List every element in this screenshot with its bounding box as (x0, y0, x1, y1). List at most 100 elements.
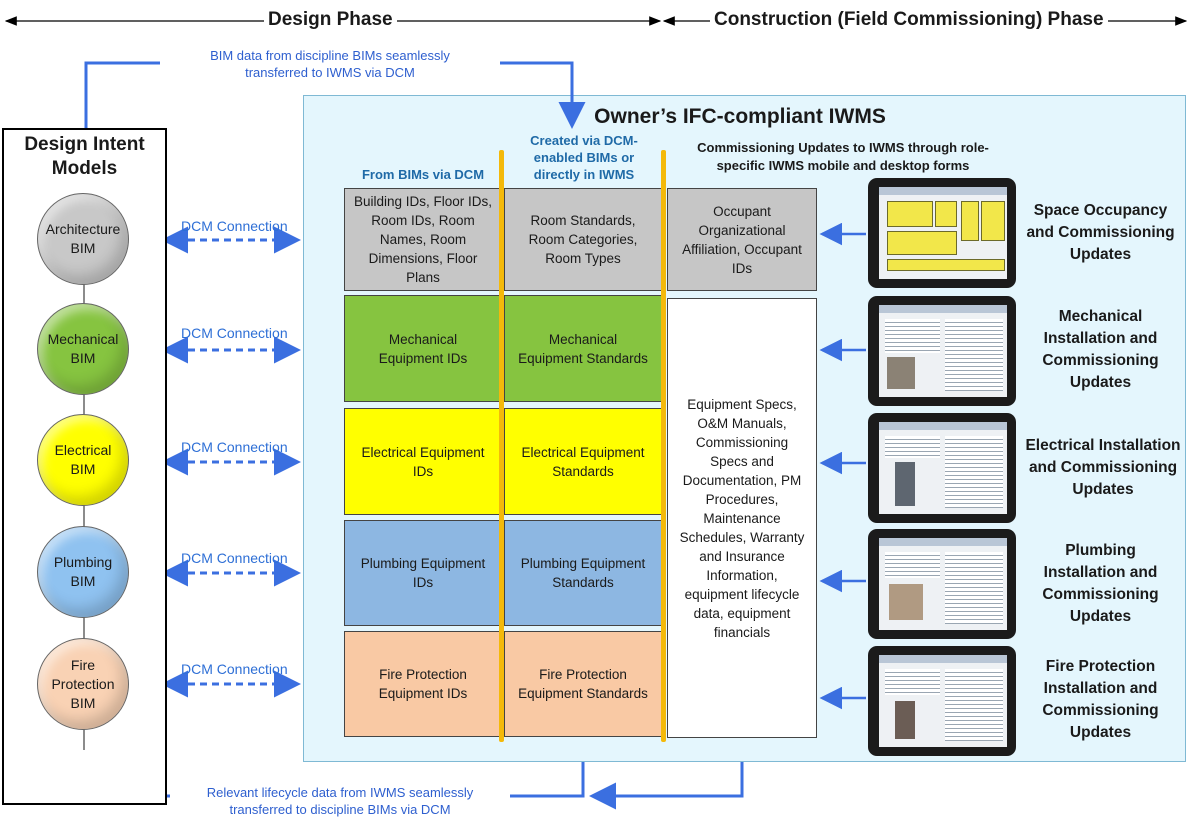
tablet-screen-form (879, 422, 1007, 514)
cell-line: Mechanical (388, 331, 458, 347)
cell-line: Organizational (698, 222, 786, 238)
design-intent-title-line2: Models (51, 158, 118, 179)
row0-col1-cell: Building IDs, Floor IDs, Room IDs, Room … (344, 188, 502, 291)
cell-line: Occupant (713, 203, 771, 219)
update-label-line: Updates (1072, 481, 1134, 498)
tablet-screen-floorplan (879, 187, 1007, 279)
row4-col1-cell: Fire Protection Equipment IDs (344, 631, 502, 737)
update-label-line: Electrical Installation (1025, 437, 1181, 454)
update-label-mechanical: Mechanical Installation and Commissionin… (1018, 306, 1183, 394)
tablet-mechanical[interactable] (868, 296, 1016, 406)
tablet-electrical[interactable] (868, 413, 1016, 523)
cell-line: Equipment IDs (378, 350, 468, 366)
update-label-line: Commissioning (1042, 702, 1159, 719)
cell-line: Maintenance (703, 510, 781, 526)
tablet-fire-protection[interactable] (868, 646, 1016, 756)
update-label-line: Mechanical (1058, 308, 1143, 325)
floorplan-room (887, 231, 957, 255)
bim-label: BIM (70, 573, 96, 589)
update-label-line: Commissioning (1042, 352, 1159, 369)
cell-line: Affiliation, Occupant (682, 241, 802, 257)
row2-col1-cell: Electrical Equipment IDs (344, 408, 502, 515)
tablet-screen-form (879, 305, 1007, 397)
update-label-space: Space Occupancy and Commissioning Update… (1018, 200, 1183, 266)
cell-line: Equipment Standards (518, 350, 648, 366)
design-intent-title: Design Intent Models (4, 133, 165, 181)
form-table (945, 319, 1003, 391)
col-divider-1 (499, 150, 504, 742)
cell-line: Dimensions, Floor (368, 251, 478, 266)
update-label-line: Commissioning (1042, 586, 1159, 603)
bim-label: BIM (70, 350, 96, 366)
row2-col2-cell: Electrical Equipment Standards (504, 408, 662, 515)
screen-header-bar (879, 538, 1007, 546)
floorplan-room (961, 201, 979, 241)
update-label-line: Installation and (1043, 680, 1158, 697)
bim-label: Plumbing (53, 554, 113, 570)
cell-line: Room IDs, Room (371, 213, 475, 228)
update-label-line: Updates (1069, 374, 1132, 391)
equipment-photo (887, 357, 915, 389)
equipment-photo (895, 701, 915, 739)
tablet-space-occupancy[interactable] (868, 178, 1016, 288)
row4-col2-cell: Fire Protection Equipment Standards (504, 631, 662, 737)
equipment-photo (895, 462, 915, 506)
tablet-plumbing[interactable] (868, 529, 1016, 639)
iwms-title: Owner’s IFC-compliant IWMS (594, 105, 886, 128)
row0-col3-cell: Occupant Organizational Affiliation, Occ… (667, 188, 817, 291)
col3-header-line2: specific IWMS mobile and desktop forms (716, 158, 970, 173)
row3-col2-cell: Plumbing Equipment Standards (504, 520, 662, 626)
cell-line: Plumbing Equipment (360, 556, 486, 571)
form-table (945, 552, 1003, 624)
form-table (945, 436, 1003, 508)
update-label-electrical: Electrical Installation and Commissionin… (1018, 435, 1188, 501)
bim-label: BIM (70, 694, 96, 711)
cell-line: Procedures, (705, 491, 779, 507)
col2-header-line2: enabled BIMs or (533, 150, 635, 165)
cell-line: Room Categories, (528, 232, 638, 247)
cell-line: Information, (706, 567, 778, 583)
update-label-line: and Commissioning (1028, 459, 1178, 476)
floorplan-room (887, 201, 933, 227)
dcm-connection-label: DCM Connection (181, 661, 288, 677)
cell-line: financials (713, 624, 771, 640)
bim-label: BIM (70, 461, 96, 477)
update-label-line: Plumbing (1065, 542, 1136, 559)
cell-line: Plans (406, 270, 440, 285)
cell-line: data, equipment (693, 605, 791, 621)
cell-line: O&M Manuals, (697, 415, 787, 431)
design-intent-title-line1: Design Intent (24, 134, 145, 155)
update-label-plumbing: Plumbing Installation and Commissioning … (1018, 540, 1183, 628)
update-label-line: Updates (1069, 608, 1132, 625)
cell-line: Fire Protection (539, 667, 627, 682)
form-fields (885, 436, 940, 458)
update-label-line: Space Occupancy (1033, 202, 1168, 219)
dcm-connection-label: DCM Connection (181, 218, 288, 234)
equipment-info-text: Equipment Specs, O&M Manuals, Commission… (680, 395, 805, 642)
dcm-connection-label: DCM Connection (181, 550, 288, 566)
bim-label: BIM (70, 240, 96, 256)
screen-header-bar (879, 187, 1007, 195)
construction-phase-label: Construction (Field Commissioning) Phase (710, 9, 1108, 31)
dcm-connection-label: DCM Connection (181, 325, 288, 341)
cell-line: Electrical Equipment (521, 444, 645, 460)
col3-header-line1: Commissioning Updates to IWMS through ro… (697, 140, 989, 155)
bim-label: Mechanical (47, 331, 119, 347)
screen-header-bar (879, 422, 1007, 430)
update-label-line: and Commissioning (1026, 224, 1175, 241)
col2-header-line3: directly in IWMS (533, 167, 635, 182)
col3-header: Commissioning Updates to IWMS through ro… (672, 139, 1014, 175)
cell-line: IDs (412, 463, 434, 479)
floorplan-room (981, 201, 1005, 241)
cell-line: Equipment Specs, (687, 396, 797, 412)
cell-line: Names, Room (379, 232, 467, 247)
screen-header-bar (879, 655, 1007, 663)
dcm-connection-label: DCM Connection (181, 439, 288, 455)
form-fields (885, 669, 940, 695)
top-flow-note: BIM data from discipline BIMs seamlessly… (160, 47, 500, 81)
